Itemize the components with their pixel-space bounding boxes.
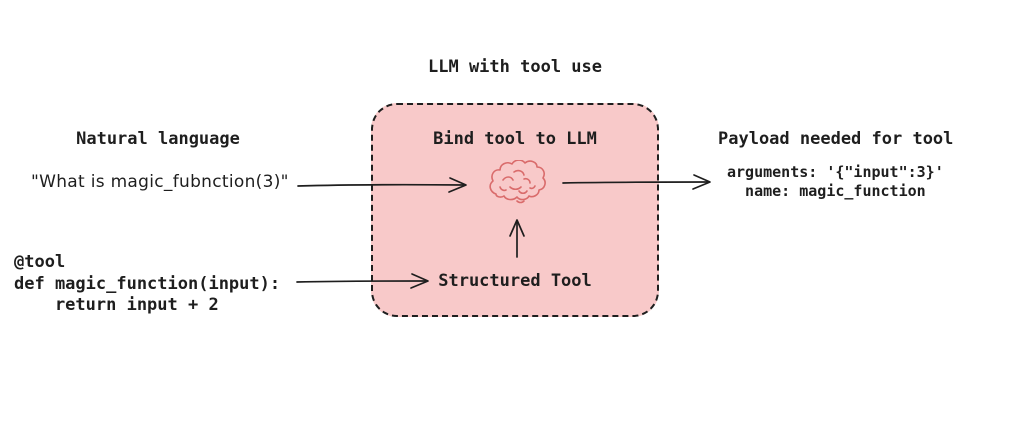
natural-language-heading: Natural language: [76, 129, 240, 149]
bind-tool-heading: Bind tool to LLM: [433, 129, 597, 149]
payload-heading: Payload needed for tool: [718, 129, 954, 149]
structured-tool-label: Structured Tool: [438, 271, 592, 291]
diagram-title: LLM with tool use: [428, 57, 602, 77]
payload-code: arguments: '{"input":3}' name: magic_fun…: [727, 163, 944, 200]
tool-definition-code: @tool def magic_function(input): return …: [14, 252, 281, 315]
llm-tool-box: Bind tool to LLM Structured Tool: [371, 103, 659, 317]
natural-language-quote: "What is magic_fubnction(3)": [31, 172, 289, 192]
